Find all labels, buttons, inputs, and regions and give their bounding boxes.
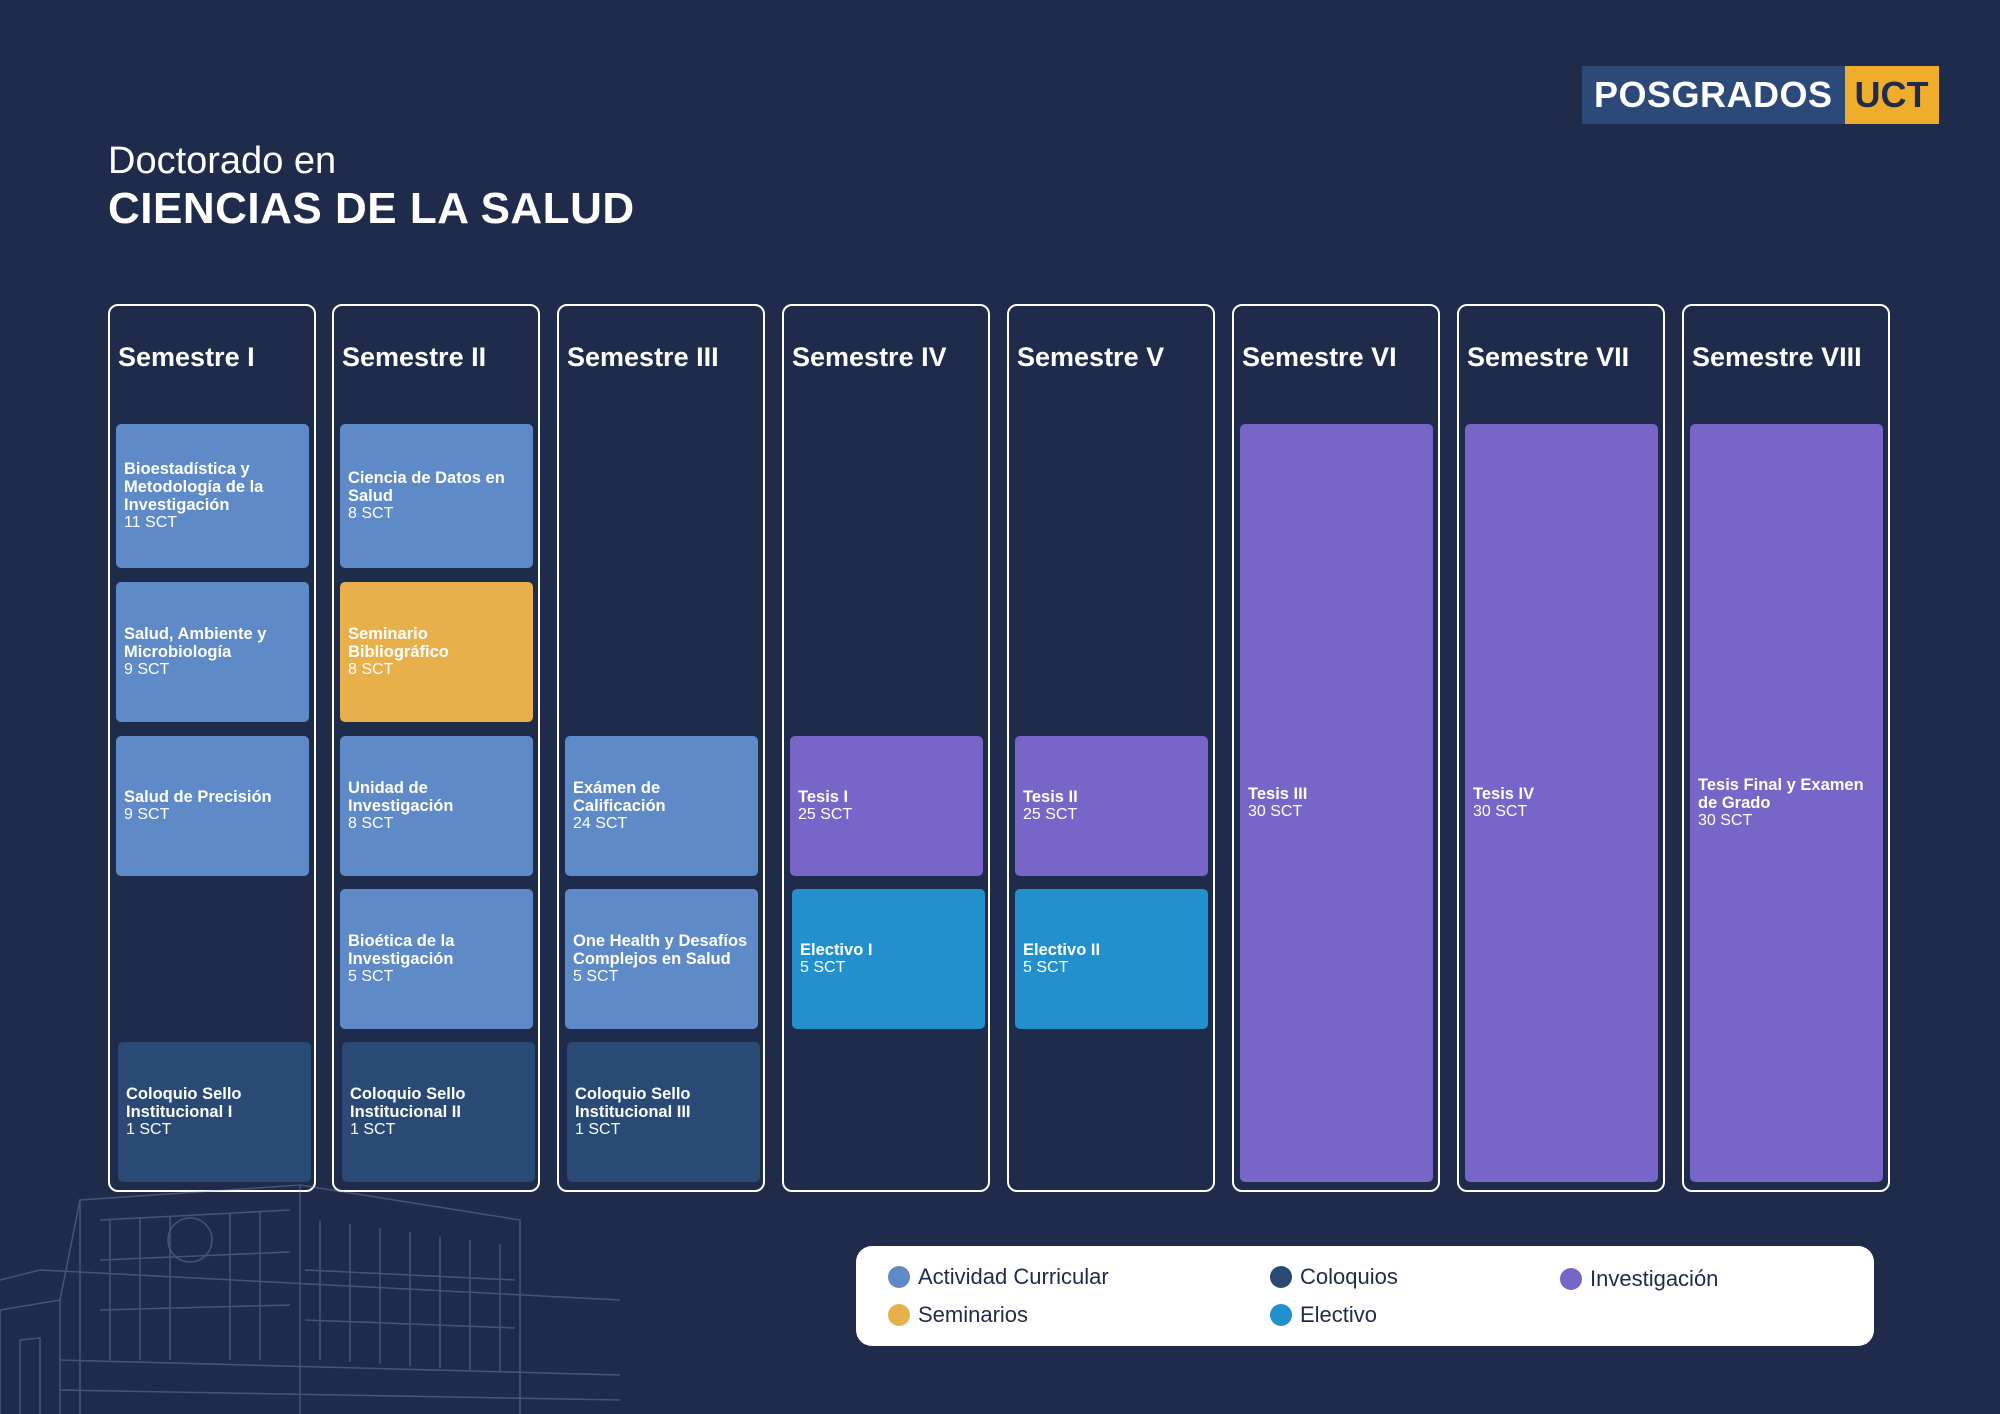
course-block: Tesis III 30 SCT [1240,424,1433,1182]
posgrados-uct-logo: POSGRADOS UCT [1582,66,1939,124]
course-name: Tesis IV [1473,785,1535,803]
course-name: Exámen de Calificación [573,779,666,815]
course-name: Tesis III [1248,785,1308,803]
legend: Actividad Curricular Coloquios Investiga… [856,1246,1874,1346]
course-block: Electivo I 5 SCT [792,889,985,1029]
course-credits: 8 SCT [348,815,394,832]
course-credits: 25 SCT [798,806,853,823]
semester-title: Semestre I [118,342,255,372]
legend-label: Electivo [1300,1302,1378,1327]
course-block: Tesis I 25 SCT [790,736,983,876]
course-credits: 9 SCT [124,661,170,678]
course-credits: 1 SCT [575,1121,621,1138]
semester-column-6: Semestre VI Tesis III 30 SCT [1232,304,1440,1192]
legend-label: Seminarios [918,1302,1029,1327]
course-block: Tesis II 25 SCT [1015,736,1208,876]
course-credits: 5 SCT [1023,959,1069,976]
course-block: Exámen de Calificación 24 SCT [565,736,758,876]
semester-column-8: Semestre VIII Tesis Final y Examen de Gr… [1682,304,1890,1192]
course-name: Salud de Precisión [124,788,272,806]
course-name: Electivo I [800,941,873,959]
course-name: Electivo II [1023,941,1101,959]
course-name: Bioestadística y Metodología de la Inves… [124,460,264,514]
course-block: Ciencia de Datos en Salud 8 SCT [340,424,533,568]
course-name: Coloquio Sello Institucional II [350,1085,466,1121]
legend-dot-icon [888,1304,910,1326]
legend-item-coloquios: Coloquios [1270,1264,1398,1290]
legend-dot-icon [888,1266,910,1288]
legend-item-investigacion: Investigación [1560,1266,1718,1292]
course-credits: 1 SCT [126,1121,172,1138]
semester-title: Semestre III [567,342,719,372]
course-credits: 1 SCT [350,1121,396,1138]
semester-column-7: Semestre VII Tesis IV 30 SCT [1457,304,1665,1192]
course-name: Unidad de Investigación [348,779,454,815]
course-credits: 5 SCT [573,968,619,985]
course-block: Bioestadística y Metodología de la Inves… [116,424,309,568]
logo-accent-text: UCT [1844,66,1939,124]
course-name: Tesis II [1023,788,1078,806]
semester-column-2: Semestre II Ciencia de Datos en Salud 8 … [332,304,540,1192]
course-name: Tesis I [798,788,849,806]
course-block: Salud de Precisión 9 SCT [116,736,309,876]
course-name: Bioética de la Investigación [348,932,455,968]
course-block: Bioética de la Investigación 5 SCT [340,889,533,1029]
course-block: Seminario Bibliográfico 8 SCT [340,582,533,722]
course-name: One Health y Desafíos Complejos en Salud [573,932,748,968]
legend-label: Investigación [1590,1266,1719,1291]
legend-label: Actividad Curricular [918,1264,1109,1289]
legend-item-actividad-curricular: Actividad Curricular [888,1264,1109,1290]
program-title: CIENCIAS DE LA SALUD [108,184,635,233]
semester-title: Semestre VI [1242,342,1397,372]
course-block: Coloquio Sello Institucional II 1 SCT [342,1042,535,1182]
logo-main-text: POSGRADOS [1582,66,1845,124]
course-block: Tesis IV 30 SCT [1465,424,1658,1182]
program-title-prefix: Doctorado en [108,140,337,182]
course-credits: 24 SCT [573,815,628,832]
course-credits: 8 SCT [348,505,394,522]
course-name: Ciencia de Datos en Salud [348,469,505,505]
course-credits: 8 SCT [348,661,394,678]
legend-dot-icon [1270,1266,1292,1288]
course-block: Tesis Final y Examen de Grado 30 SCT [1690,424,1883,1182]
course-name: Tesis Final y Examen de Grado [1698,776,1864,812]
campus-building-illustration [0,1184,620,1414]
semester-title: Semestre V [1017,342,1165,372]
course-name: Seminario Bibliográfico [348,625,449,661]
semester-column-5: Semestre V Tesis II 25 SCT Electivo II 5… [1007,304,1215,1192]
course-block: One Health y Desafíos Complejos en Salud… [565,889,758,1029]
semester-title: Semestre VII [1467,342,1630,372]
course-block: Unidad de Investigación 8 SCT [340,736,533,876]
semester-column-3: Semestre III Exámen de Calificación 24 S… [557,304,765,1192]
course-block: Coloquio Sello Institucional III 1 SCT [567,1042,760,1182]
semester-title: Semestre II [342,342,487,372]
legend-dot-icon [1560,1268,1582,1290]
course-name: Salud, Ambiente y Microbiología [124,625,267,661]
course-credits: 11 SCT [124,514,178,531]
semester-title: Semestre IV [792,342,947,372]
course-credits: 30 SCT [1698,812,1753,829]
course-name: Coloquio Sello Institucional I [126,1085,242,1121]
semester-column-4: Semestre IV Tesis I 25 SCT Electivo I 5 … [782,304,990,1192]
legend-item-electivo: Electivo [1270,1302,1377,1328]
legend-dot-icon [1270,1304,1292,1326]
course-name: Coloquio Sello Institucional III [575,1085,691,1121]
course-block: Coloquio Sello Institucional I 1 SCT [118,1042,311,1182]
course-block: Electivo II 5 SCT [1015,889,1208,1029]
course-credits: 9 SCT [124,806,170,823]
course-credits: 30 SCT [1248,803,1303,820]
course-block: Salud, Ambiente y Microbiología 9 SCT [116,582,309,722]
legend-label: Coloquios [1300,1264,1398,1289]
course-credits: 25 SCT [1023,806,1078,823]
legend-item-seminarios: Seminarios [888,1302,1028,1328]
semester-column-1: Semestre I Bioestadística y Metodología … [108,304,316,1192]
course-credits: 5 SCT [800,959,846,976]
course-credits: 5 SCT [348,968,394,985]
semester-title: Semestre VIII [1692,342,1862,372]
course-credits: 30 SCT [1473,803,1528,820]
